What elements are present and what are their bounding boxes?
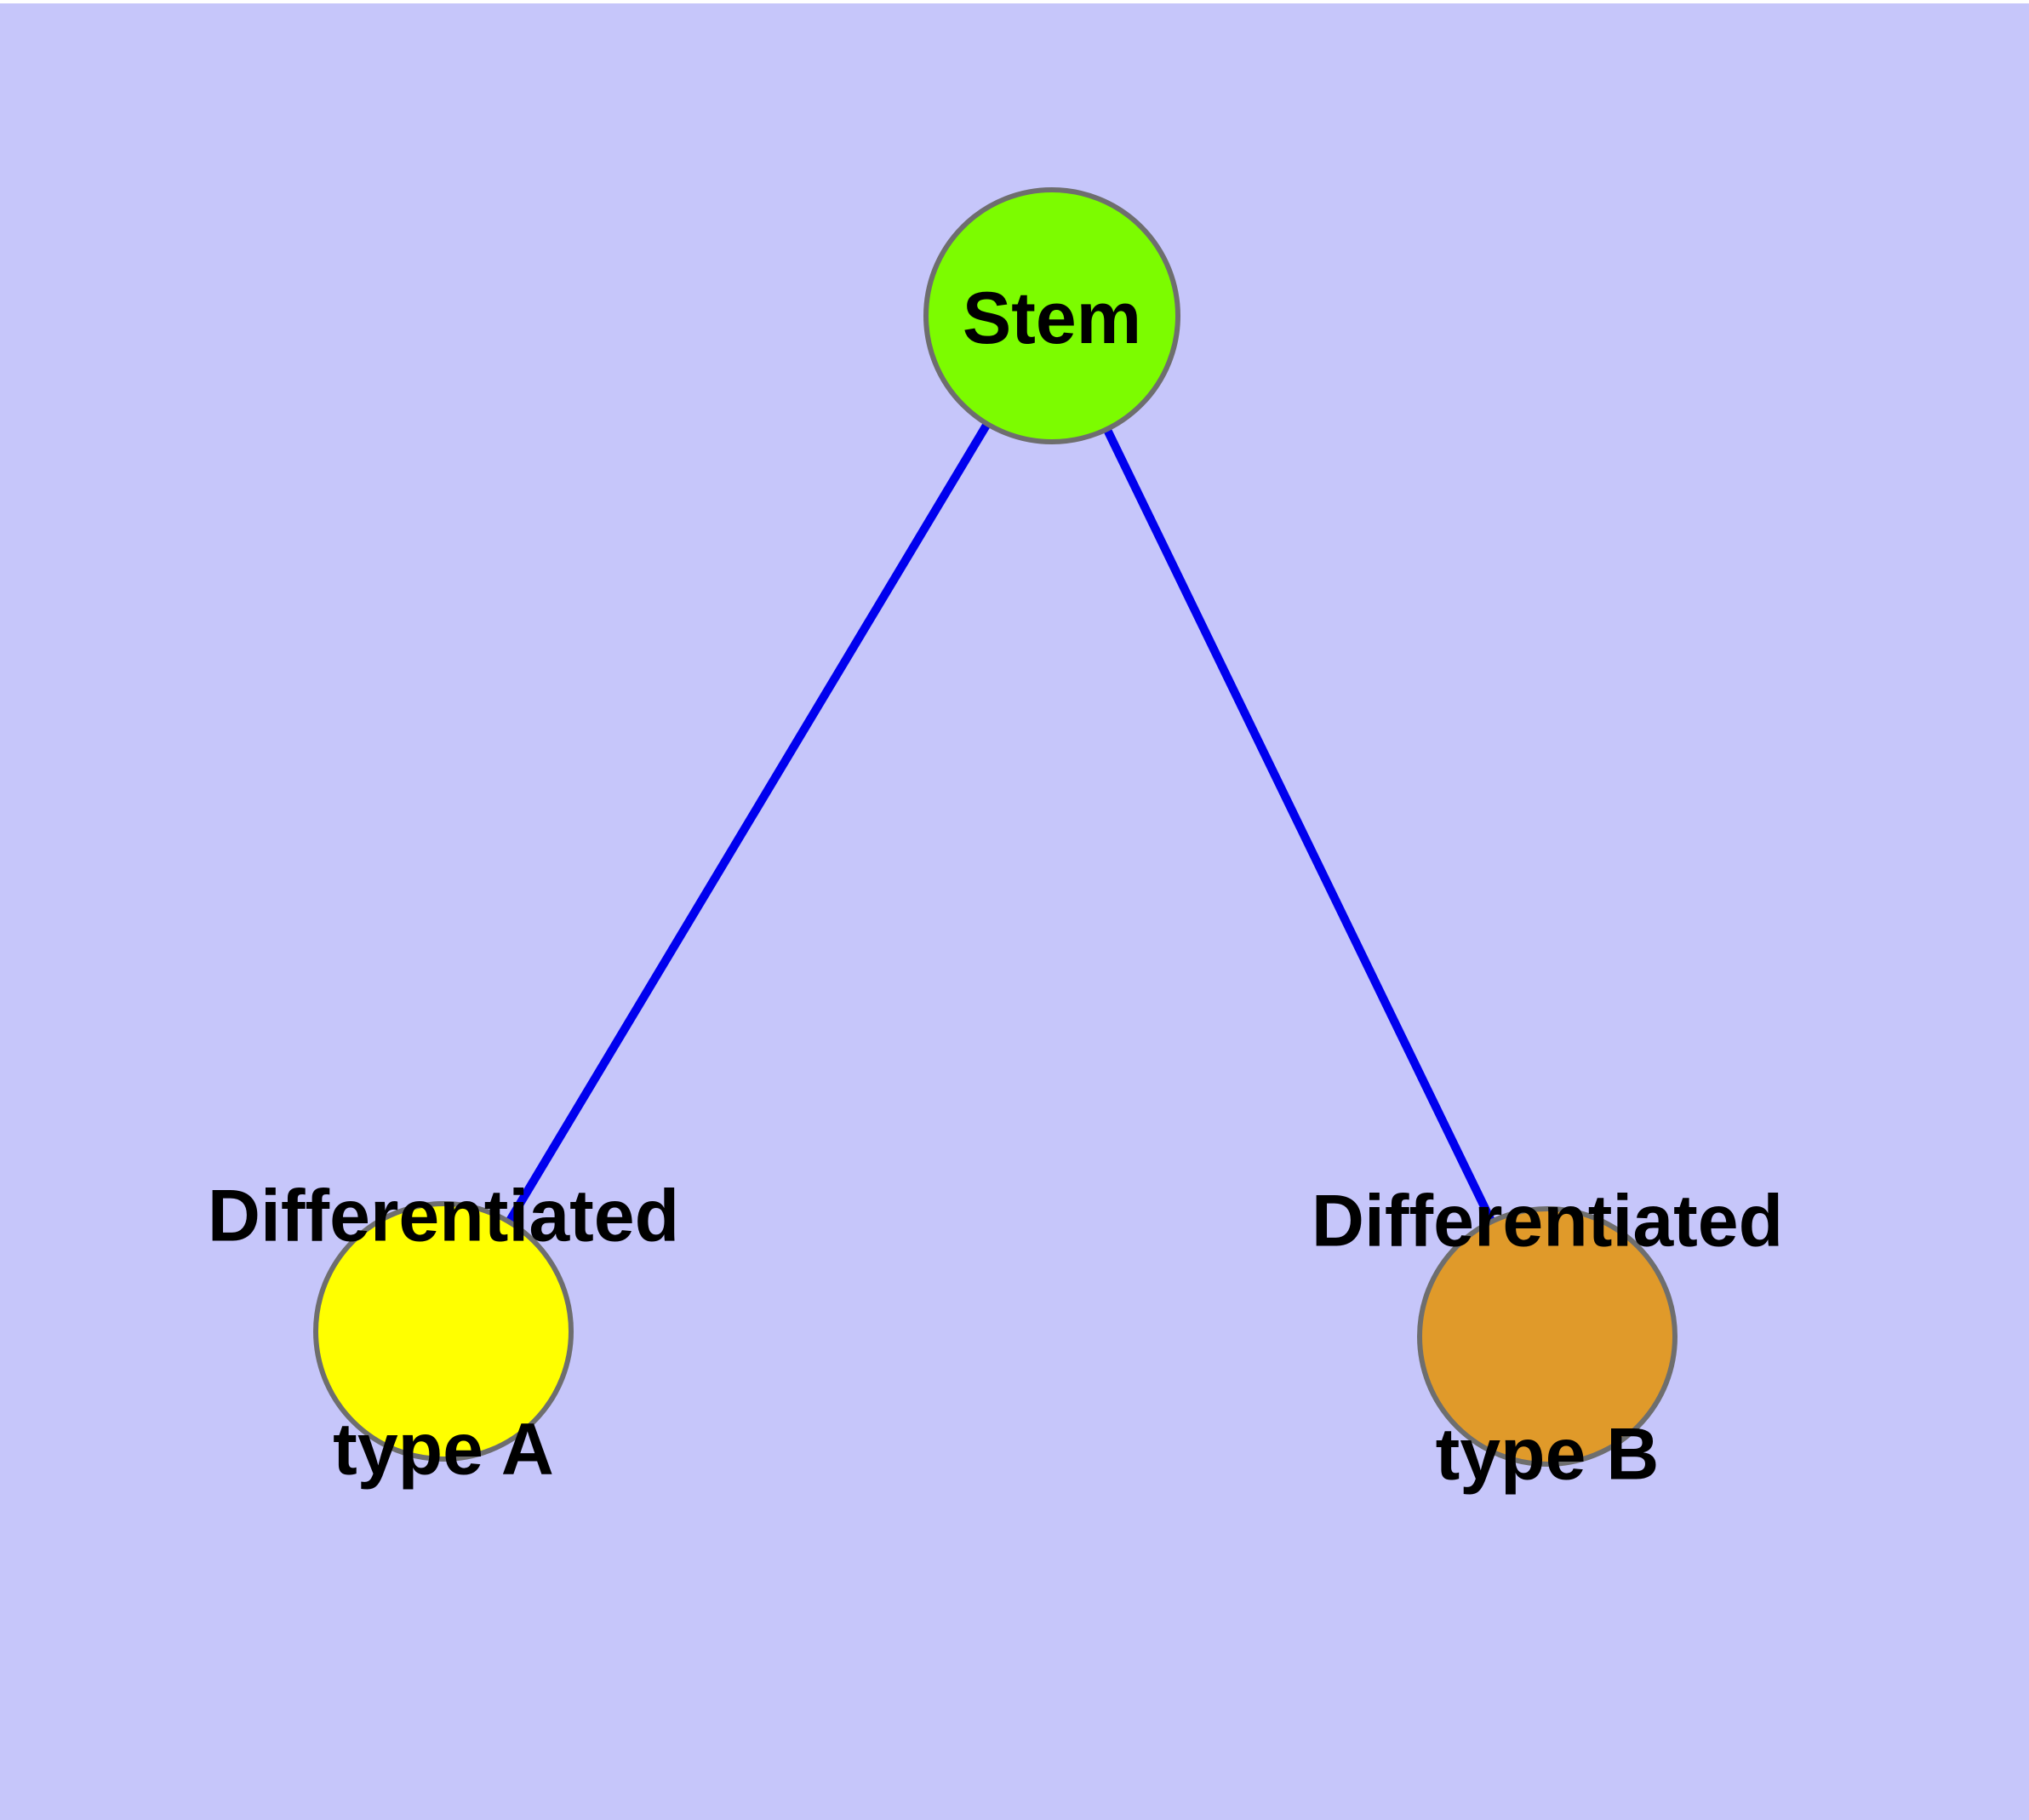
node-differentiated-type-b[interactable] [1417,1206,1677,1467]
edge-stem-to-differentiated-a [439,313,1056,1334]
node-stem[interactable] [923,187,1180,444]
edge-stem-to-differentiated-b [1048,313,1552,1339]
node-differentiated-type-a[interactable] [313,1201,574,1462]
